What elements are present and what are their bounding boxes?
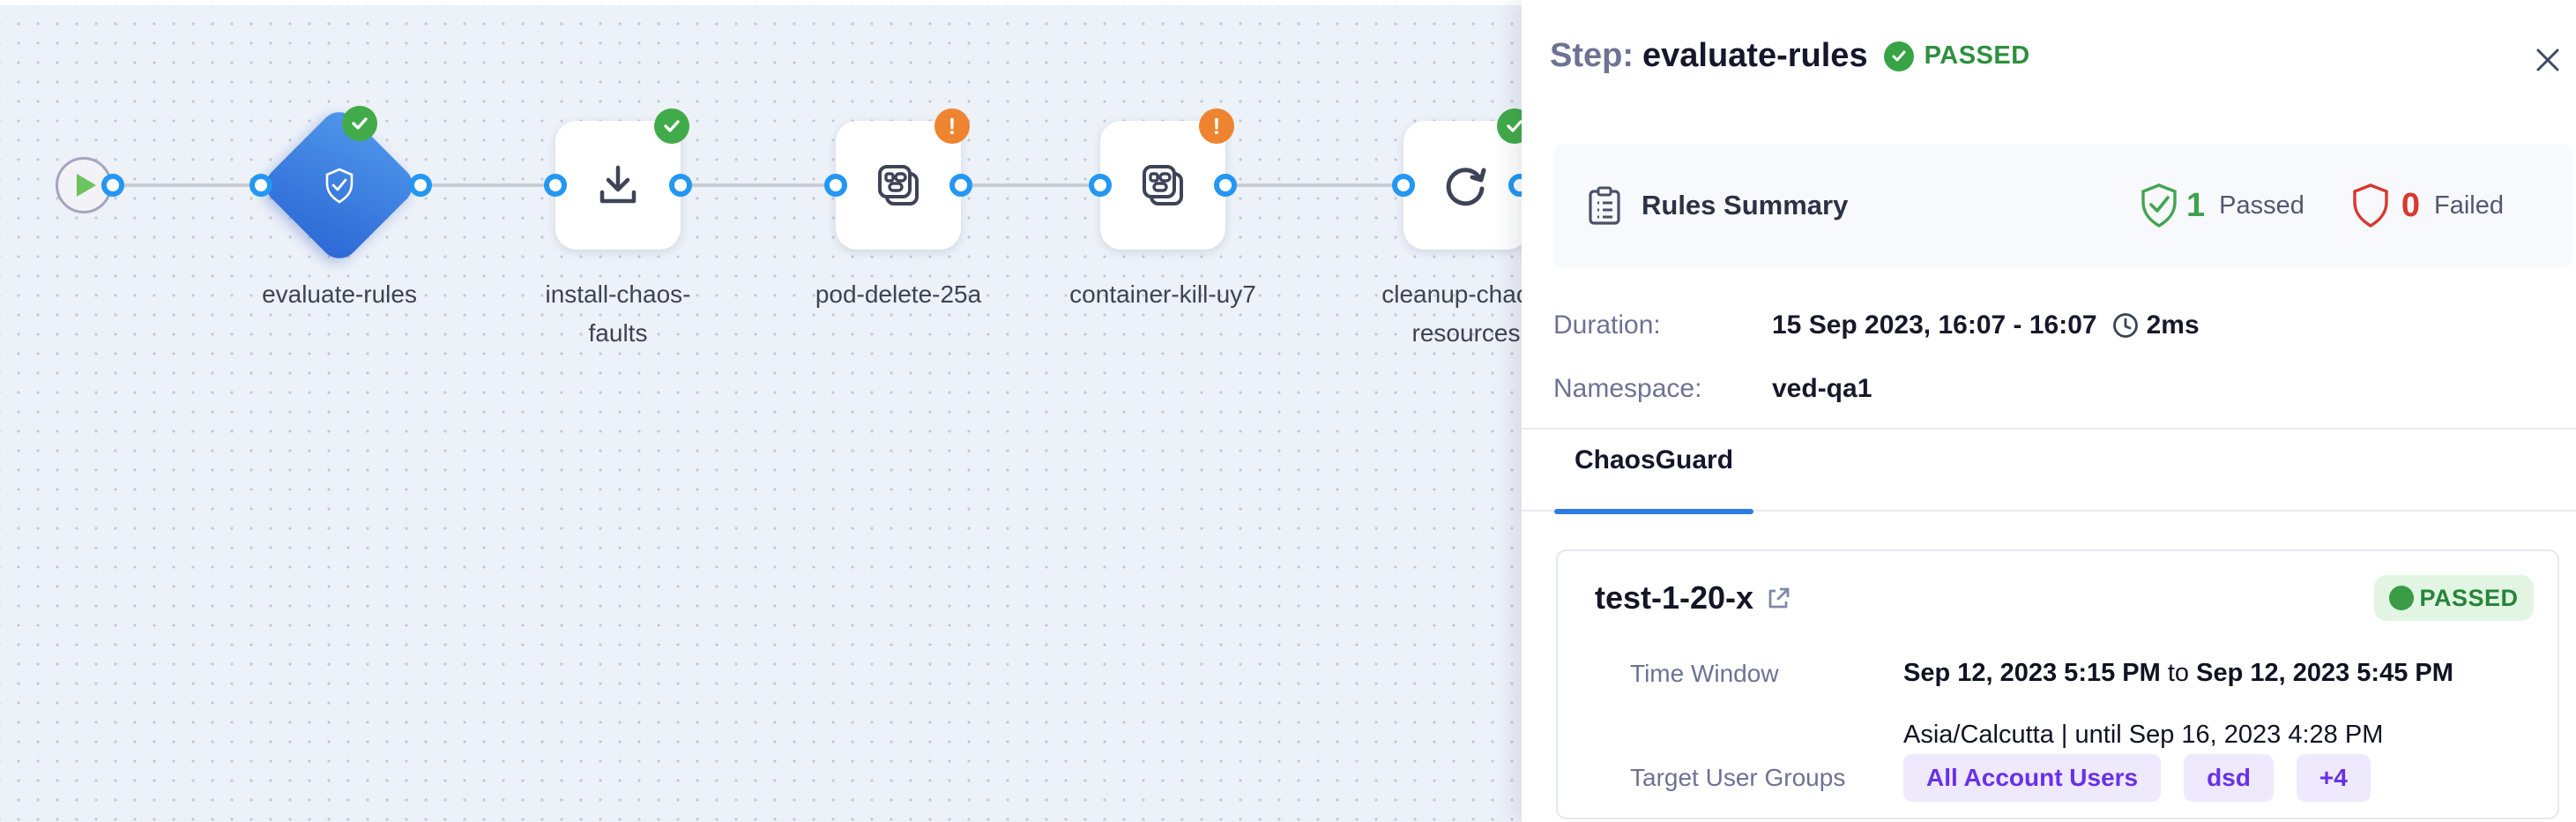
connector-port[interactable] [949,174,972,197]
pipeline-edge [84,183,1522,187]
node-label: container-kill-uy7 [1069,280,1256,308]
rule-status-text: PASSED [2419,584,2519,611]
rule-status-badge: PASSED [2374,575,2534,621]
node-cleanup-chaos-resources[interactable] [1403,121,1522,250]
failed-label: Failed [2434,191,2504,220]
node-pod-delete-25a[interactable] [836,121,961,250]
timezone-row: Asia/Calcutta | until Sep 16, 2023 4:28 … [1630,721,2383,750]
time-window-label: Time Window [1630,659,1779,687]
connector-port[interactable] [249,174,272,197]
node-start[interactable] [56,157,112,213]
time-to: Sep 12, 2023 5:45 PM [2196,659,2453,687]
rule-name: test-1-20-x [1595,579,1754,616]
connector-port[interactable] [1392,174,1415,197]
chaos-fault-icon [878,165,919,206]
connector-port[interactable] [669,174,692,197]
time-join: to [2160,659,2197,687]
rules-summary-card: Rules Summary 1 Passed 0 Failed [1553,144,2572,267]
duration-value: 15 Sep 2023, 16:07 - 16:07 [1772,310,2097,340]
passed-label: Passed [2219,191,2304,220]
close-icon[interactable] [2528,41,2567,79]
step-status-text: PASSED [1924,41,2030,70]
download-icon [599,165,637,204]
node-install-chaos-faults[interactable] [555,121,681,250]
section-divider [1522,428,2576,430]
user-group-pill[interactable]: +4 [2296,754,2371,802]
user-group-pill[interactable]: dsd [2184,754,2274,802]
timezone-until: Asia/Calcutta | until Sep 16, 2023 4:28 … [1903,721,2384,749]
step-details-panel: Step: evaluate-rules PASSED [1522,0,2576,822]
pipeline-canvas[interactable]: evaluate-rules install-chaos- faults ! [0,0,1522,822]
connector-port[interactable] [1214,174,1237,197]
time-from: Sep 12, 2023 5:15 PM [1903,659,2161,687]
namespace-label: Namespace: [1553,374,1702,403]
status-badge-warning-icon: ! [934,108,970,144]
panel-header: Step: evaluate-rules PASSED [1550,37,2030,75]
rules-summary-title: Rules Summary [1642,190,1849,220]
shield-check-icon [320,166,359,205]
step-title-prefix: Step: [1550,37,1634,74]
connector-port[interactable] [1089,174,1112,197]
target-groups-label: Target User Groups [1630,764,1846,791]
failed-count: 0 [2401,186,2420,224]
status-dot-icon [2389,586,2415,610]
connector-port[interactable] [824,174,847,197]
tab-chaosguard[interactable]: ChaosGuard [1554,445,1753,514]
time-window-row: Time Window Sep 12, 2023 5:15 PM to Sep … [1630,659,2453,688]
node-container-kill-uy7[interactable] [1100,121,1225,250]
connector-port[interactable] [1508,174,1522,197]
passed-check-icon [1883,41,1914,71]
node-label: cleanup-chaos- resources [1381,280,1522,347]
node-label: install-chaos- faults [545,280,691,347]
chaos-fault-icon [1143,165,1183,206]
duration-row: Duration: 15 Sep 2023, 16:07 - 16:07 2ms [1553,310,2200,340]
active-tab-underline [1554,509,1753,514]
node-label: evaluate-rules [262,280,417,308]
passed-count: 1 [2185,186,2206,224]
elapsed-time: 2ms [2146,310,2200,340]
connector-port[interactable] [101,174,124,197]
status-badge-passed-icon [1497,108,1522,144]
status-badge-passed-icon [342,106,377,141]
status-badge-warning-icon: ! [1199,108,1234,144]
status-badge-passed-icon [654,108,689,144]
namespace-row: Namespace: ved-qa1 [1553,374,1872,404]
shield-failed-icon [2353,183,2388,228]
refresh-icon [1446,168,1486,206]
duration-label: Duration: [1553,310,1661,340]
tab-label: ChaosGuard [1574,445,1734,475]
shield-passed-icon [2141,183,2177,228]
tabbar-border [1522,510,2576,512]
user-group-pill[interactable]: All Account Users [1903,754,2162,802]
namespace-value: ved-qa1 [1772,374,1872,403]
connector-port[interactable] [409,174,432,197]
chaosguard-rule-card: test-1-20-x PASSED Time Window Sep 12, 2… [1556,549,2559,819]
play-icon [77,174,96,197]
external-link-icon[interactable] [1764,585,1791,611]
canvas-top-strip [0,0,1522,5]
connector-port[interactable] [544,174,567,197]
target-groups-row: Target User Groups All Account Users dsd… [1630,754,2371,802]
clipboard-icon [1589,186,1620,225]
clock-icon [2112,313,2138,338]
step-title-name: evaluate-rules [1642,37,1868,74]
node-label: pod-delete-25a [815,280,982,308]
